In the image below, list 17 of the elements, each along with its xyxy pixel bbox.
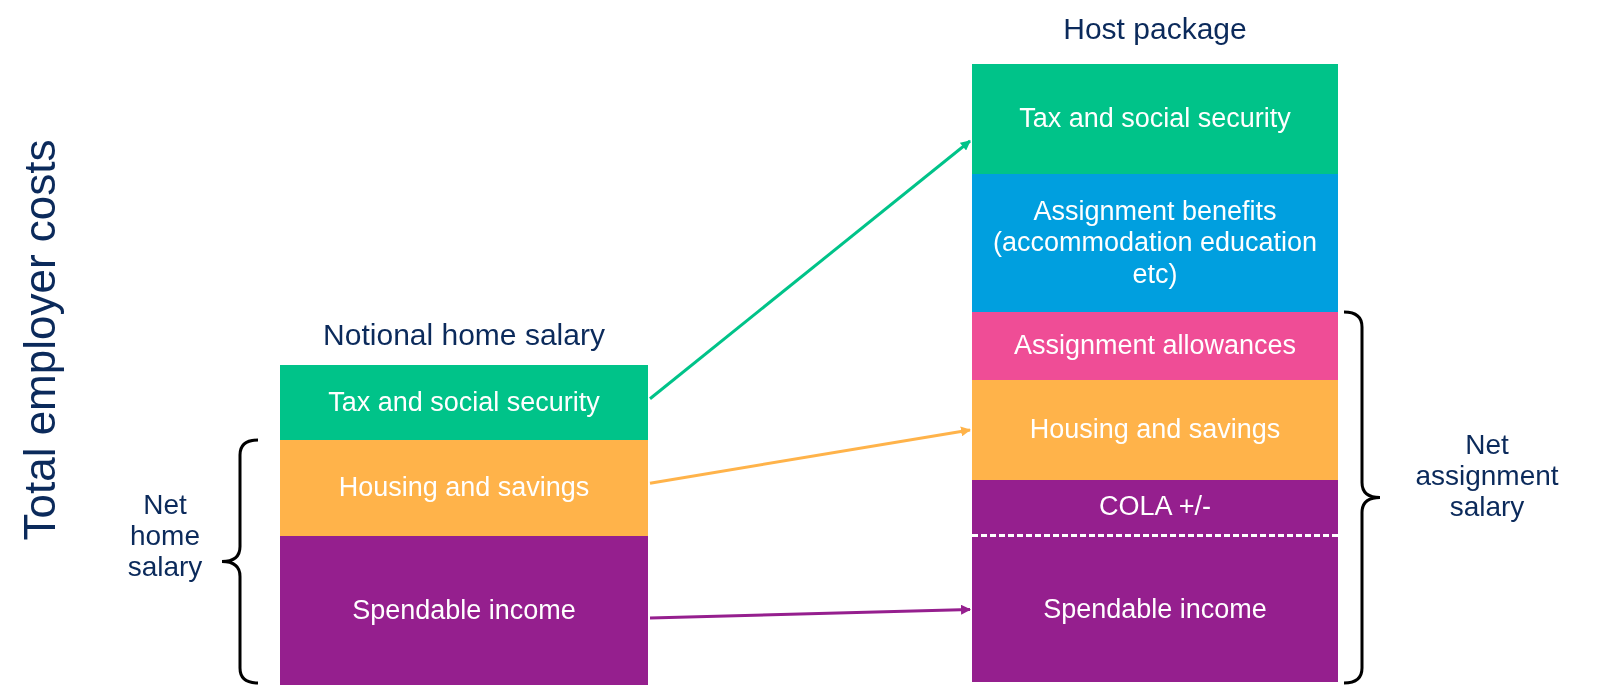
cost-segment: Housing and savings	[280, 440, 648, 536]
cost-segment: Assignment benefits (accommodation education etc)	[972, 174, 1338, 312]
cost-segment: Tax and social security	[972, 64, 1338, 174]
arrow	[649, 139, 971, 400]
cost-segment: Tax and social security	[280, 365, 648, 440]
brace-label: Net assignment salary	[1414, 430, 1560, 523]
stack-heading: Host package	[1063, 12, 1247, 46]
arrow	[649, 604, 971, 620]
cost-segment: Spendable income	[280, 536, 648, 685]
brace-label: Net home salary	[126, 490, 204, 583]
cost-segment: Assignment allowances	[972, 312, 1338, 380]
cost-segment: COLA +/-	[972, 480, 1338, 537]
vertical-label: Total employer costs	[15, 139, 65, 541]
cost-segment: Spendable income	[972, 537, 1338, 682]
stack-heading: Notional home salary	[323, 318, 605, 352]
cost-segment: Housing and savings	[972, 380, 1338, 480]
arrow	[649, 426, 971, 485]
